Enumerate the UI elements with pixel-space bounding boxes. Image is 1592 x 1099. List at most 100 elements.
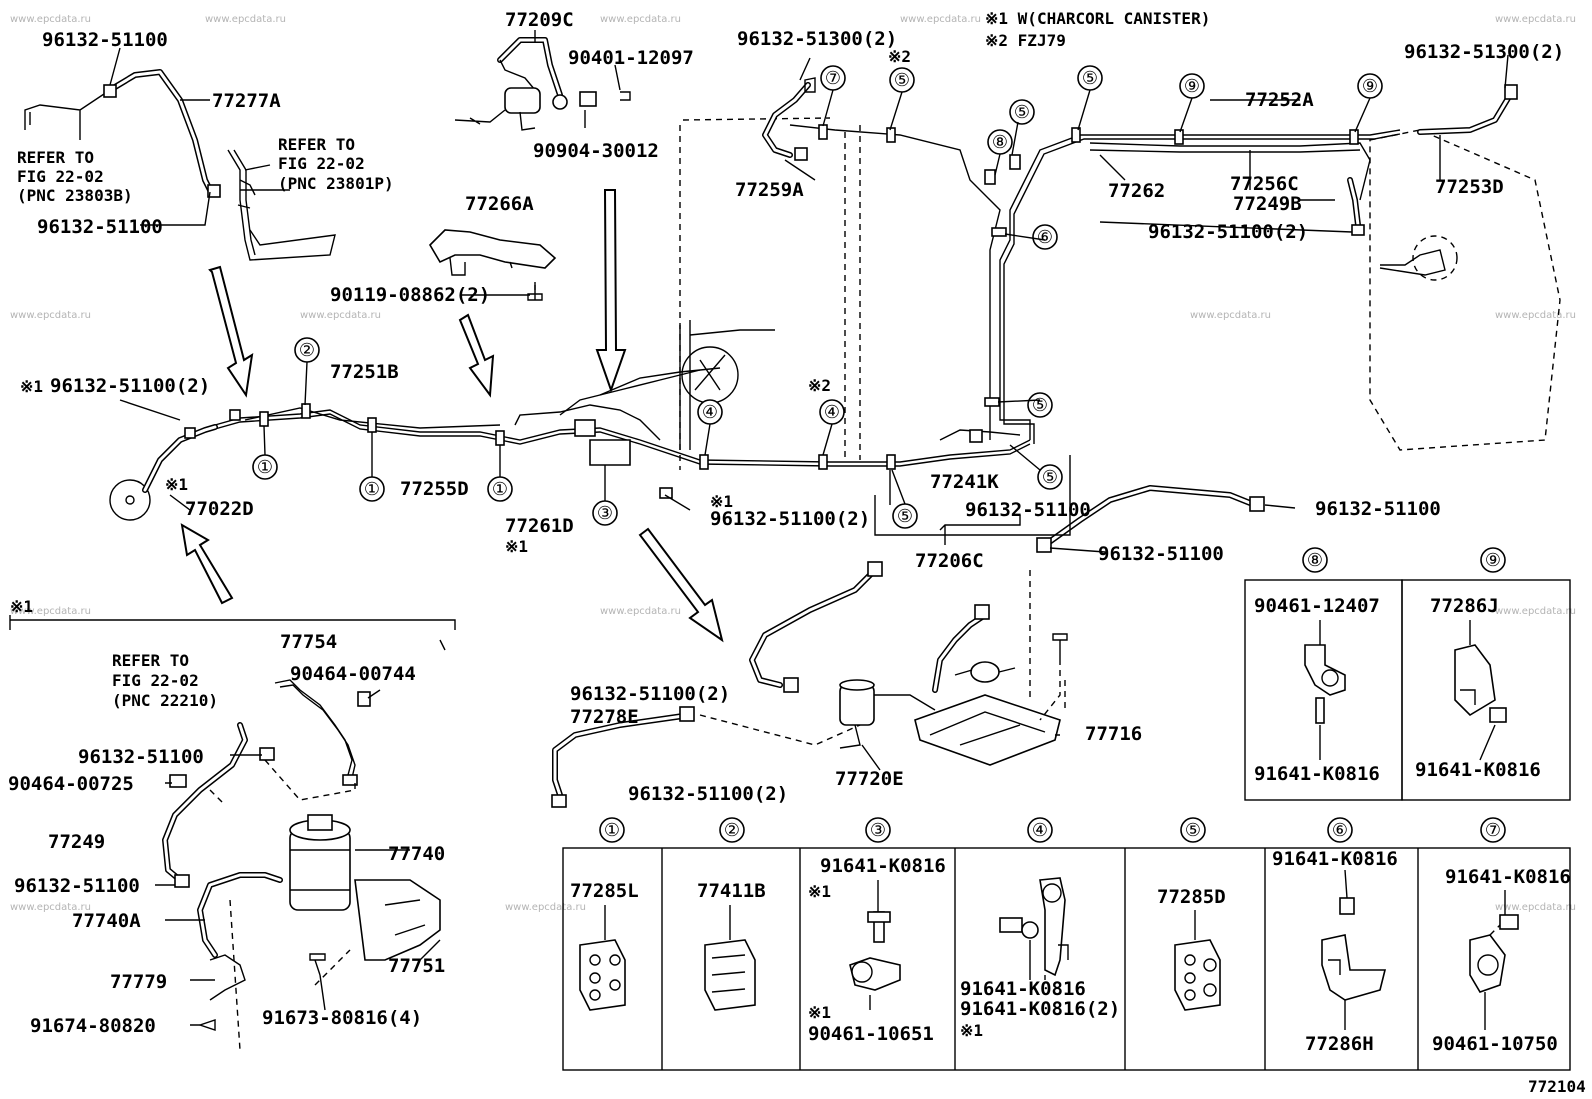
detail-1-number: ① bbox=[604, 820, 620, 841]
label-91674-80820: 91674-80820 bbox=[30, 1015, 156, 1037]
watermark: www.epcdata.ru bbox=[10, 606, 91, 617]
watermark: www.epcdata.ru bbox=[300, 310, 381, 321]
detail-2-part: 77411B bbox=[697, 880, 766, 902]
label-96132-51100-2-left: 96132-51100(2) bbox=[50, 375, 210, 397]
detail-4-part-2: 91641-K0816(2) bbox=[960, 998, 1120, 1020]
label-90464-00744: 90464-00744 bbox=[290, 663, 416, 685]
label-77740: 77740 bbox=[388, 843, 445, 865]
watermark: www.epcdata.ru bbox=[600, 14, 681, 25]
note-mark-1: ※1 bbox=[165, 475, 188, 494]
label-90119-08862-2: 90119-08862(2) bbox=[330, 284, 490, 306]
callout-9: ⑨ bbox=[1184, 76, 1200, 97]
watermark: www.epcdata.ru bbox=[900, 14, 981, 25]
watermark: www.epcdata.ru bbox=[205, 14, 286, 25]
refer-b-line3: (PNC 23801P) bbox=[278, 174, 394, 193]
flow-arrows bbox=[180, 189, 724, 643]
detail-box-4: ④ 91641-K0816 91641-K0816(2) ※1 bbox=[960, 817, 1120, 1040]
detail-box-5: ⑤ 77285D bbox=[1157, 817, 1226, 1011]
label-90401-12097: 90401-12097 bbox=[568, 47, 694, 69]
detail-3-part-1: 91641-K0816 bbox=[820, 855, 946, 877]
label-96132-51100-2: 96132-51100(2) bbox=[628, 783, 788, 805]
label-77259A: 77259A bbox=[735, 179, 804, 201]
label-77249: 77249 bbox=[48, 831, 105, 853]
watermark: www.epcdata.ru bbox=[10, 310, 91, 321]
label-96132-51300-2-right: 96132-51300(2) bbox=[1404, 41, 1564, 63]
label-91673-80816-4: 91673-80816(4) bbox=[262, 1007, 422, 1029]
callout-5: ⑤ bbox=[894, 70, 910, 91]
watermark: www.epcdata.ru bbox=[1495, 14, 1576, 25]
callout-circles: ① ① ① ② ③ ④ ④ ⑤ ⑤ ⑤ ⑤ ⑤ ⑤ ⑥ ⑦ ⑧ ⑨ ⑨ bbox=[252, 65, 1383, 529]
label-77261D: 77261D bbox=[505, 515, 574, 537]
callout-5: ⑤ bbox=[897, 506, 913, 527]
detail-7-number: ⑦ bbox=[1485, 820, 1501, 841]
refer-c-line1: REFER TO bbox=[112, 651, 189, 670]
detail-box-3: ③ 91641-K0816 ※1 ※1 90461-10651 bbox=[808, 817, 946, 1045]
label-77262: 77262 bbox=[1108, 180, 1165, 202]
watermark: www.epcdata.ru bbox=[1495, 310, 1576, 321]
watermarks: www.epcdata.ru www.epcdata.ru www.epcdat… bbox=[10, 14, 1576, 913]
detail-8-number: ⑧ bbox=[1307, 550, 1323, 571]
callout-1: ① bbox=[364, 479, 380, 500]
callout-7: ⑦ bbox=[825, 68, 841, 89]
label-77779: 77779 bbox=[110, 971, 167, 993]
figure-number: 772104 bbox=[1528, 1077, 1586, 1096]
detail-6-part-2: 77286H bbox=[1305, 1033, 1374, 1055]
label-96132-51100-2: 96132-51100(2) bbox=[570, 683, 730, 705]
label-96132-51100: 96132-51100 bbox=[1098, 543, 1224, 565]
watermark: www.epcdata.ru bbox=[1495, 902, 1576, 913]
refer-b-line2: FIG 22-02 bbox=[278, 154, 365, 173]
canister-assembly-left bbox=[9, 615, 456, 1051]
detail-box-6: ⑥ 91641-K0816 77286H bbox=[1272, 817, 1398, 1055]
callout-5: ⑤ bbox=[1042, 467, 1058, 488]
label-96132-51300-2: 96132-51300(2) bbox=[737, 28, 897, 50]
detail-9-part-2: 91641-K0816 bbox=[1415, 759, 1541, 781]
note-fzj79: ※2 FZJ79 bbox=[985, 31, 1066, 50]
hose-77253 bbox=[1417, 84, 1518, 135]
label-77251B: 77251B bbox=[330, 361, 399, 383]
detail-3-number: ③ bbox=[870, 820, 886, 841]
label-96132-51100: 96132-51100 bbox=[78, 746, 204, 768]
detail-5-part: 77285D bbox=[1157, 886, 1226, 908]
label-96132-51100-2-center: 96132-51100(2) bbox=[710, 508, 870, 530]
detail-4-mark: ※1 bbox=[960, 1021, 983, 1040]
callout-5: ⑤ bbox=[1032, 395, 1048, 416]
detail-box-8: ⑧ 90461-12407 91641-K0816 bbox=[1244, 547, 1403, 801]
callout-1: ① bbox=[257, 457, 273, 478]
label-77277A: 77277A bbox=[212, 90, 281, 112]
watermark: www.epcdata.ru bbox=[10, 14, 91, 25]
watermark: www.epcdata.ru bbox=[600, 606, 681, 617]
label-96132-51100: 96132-51100 bbox=[42, 29, 168, 51]
watermark: www.epcdata.ru bbox=[1495, 606, 1576, 617]
watermark: www.epcdata.ru bbox=[505, 902, 586, 913]
label-77716: 77716 bbox=[1085, 723, 1142, 745]
leader-lines bbox=[109, 30, 1509, 1026]
refer-b-line1: REFER TO bbox=[278, 135, 355, 154]
callout-4: ④ bbox=[824, 402, 840, 423]
hose-77259 bbox=[762, 77, 816, 158]
callout-3: ③ bbox=[597, 503, 613, 524]
callout-1: ① bbox=[492, 479, 508, 500]
label-90464-00725: 90464-00725 bbox=[8, 773, 134, 795]
detail-4-part-1: 91641-K0816 bbox=[960, 978, 1086, 1000]
label-77252A: 77252A bbox=[1245, 89, 1314, 111]
refer-a-line3: (PNC 23803B) bbox=[17, 186, 133, 205]
note-charcoal-canister: ※1 W(CHARCORL CANISTER) bbox=[985, 9, 1210, 28]
label-96132-51100: 96132-51100 bbox=[965, 499, 1091, 521]
note-mark-1: ※1 bbox=[505, 537, 528, 556]
canister-assembly-center bbox=[551, 485, 1265, 808]
watermark: www.epcdata.ru bbox=[10, 902, 91, 913]
detail-8-part-2: 91641-K0816 bbox=[1254, 763, 1380, 785]
detail-5-number: ⑤ bbox=[1185, 820, 1201, 841]
detail-1-part: 77285L bbox=[570, 880, 639, 902]
part-labels: 77209C 90401-12097 90904-30012 96132-513… bbox=[8, 9, 1564, 1037]
vehicle-frame-outline bbox=[679, 117, 1561, 710]
note-mark-2: ※2 bbox=[888, 47, 911, 66]
detail-box-9: ⑨ 77286J 91641-K0816 bbox=[1401, 547, 1571, 801]
callout-4: ④ bbox=[702, 402, 718, 423]
label-77751: 77751 bbox=[388, 955, 445, 977]
refer-c-line2: FIG 22-02 bbox=[112, 671, 199, 690]
note-mark-2: ※2 bbox=[808, 376, 831, 395]
label-77255D: 77255D bbox=[400, 478, 469, 500]
